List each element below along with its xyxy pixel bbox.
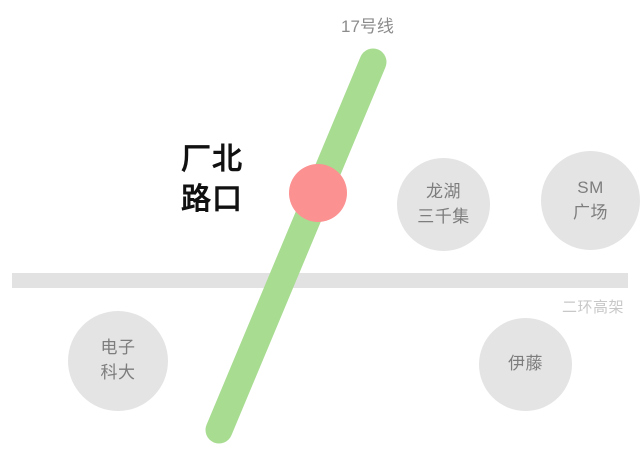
road-erhuan-label: 二环高架	[561, 299, 624, 316]
poi-label-line1: 电子	[100, 338, 136, 358]
poi-label-line1: 伊藤	[508, 354, 543, 374]
poi-label-uestc: 电子 科大	[101, 336, 136, 385]
poi-bubble-uestc[interactable]: 电子 科大	[68, 311, 168, 411]
poi-label-line2: 三千集	[417, 206, 470, 226]
station-label-line2: 路口	[181, 182, 243, 216]
poi-label-line1: 龙湖	[426, 181, 461, 201]
poi-label-sm-plaza: SM 广场	[573, 176, 608, 225]
metro-line-17-stroke	[205, 48, 387, 444]
poi-bubble-longhu-sanqianji[interactable]: 龙湖 三千集	[397, 158, 490, 251]
poi-label-line2: 广场	[573, 202, 608, 222]
station-label-line1: 厂北	[181, 143, 243, 176]
poi-bubble-ito[interactable]: 伊藤	[479, 318, 572, 411]
station-marker-changbeilukou[interactable]	[289, 164, 347, 222]
road-erhuan-elevated	[12, 273, 628, 288]
poi-bubble-sm-plaza[interactable]: SM 广场	[541, 151, 640, 250]
metro-line-17-label: 17号线	[341, 17, 394, 36]
poi-label-longhu-sanqianji: 龙湖 三千集	[417, 180, 470, 229]
station-label-changbeilukou: 厂北 路口	[152, 140, 272, 219]
poi-label-ito: 伊藤	[508, 352, 543, 377]
poi-label-line1: SM	[577, 177, 604, 197]
poi-label-line2: 科大	[100, 363, 136, 382]
